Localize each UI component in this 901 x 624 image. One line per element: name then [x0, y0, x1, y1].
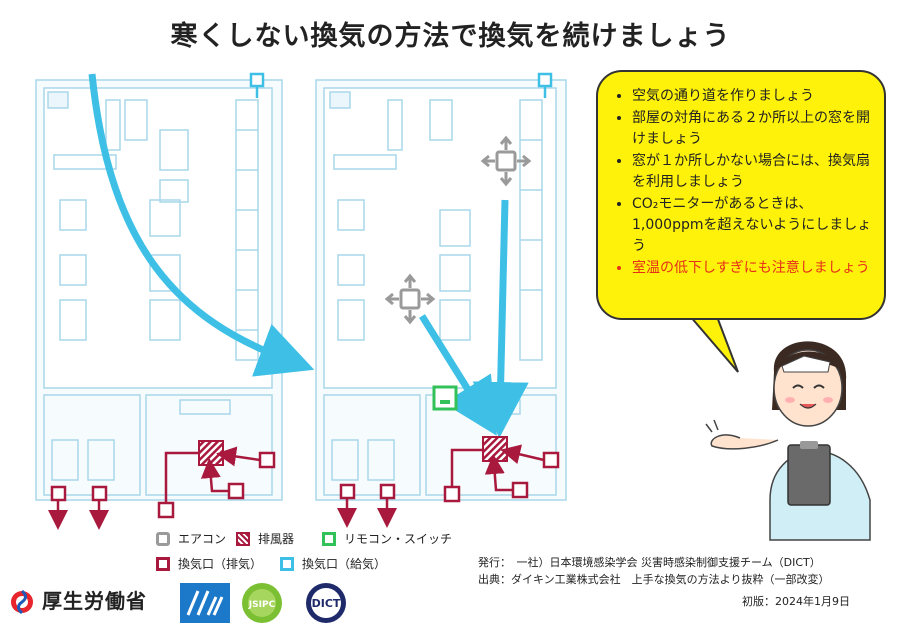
legend-vent-supply: 換気口（給気）: [280, 555, 386, 572]
aircon-unit: [480, 135, 532, 187]
exhaust-vent-icon: [156, 556, 170, 571]
tips-bubble: 空気の通り道を作りましょう 部屋の対角にある２か所以上の窓を開けましょう 窓が１…: [596, 70, 886, 320]
legend-label: 換気口（排気）: [178, 557, 263, 571]
dict-logo-text: DICT: [312, 597, 341, 610]
legend-aircon: エアコン: [156, 530, 226, 547]
legend-label: リモコン・スイッチ: [344, 532, 453, 546]
supply-vent-icon: [280, 556, 294, 571]
nurse-illustration-icon: [705, 341, 871, 541]
exhaust-fan-icon: [236, 531, 250, 546]
aircon-unit: [384, 273, 436, 325]
right-floor-plan: [315, 79, 567, 501]
jsipc-logo-text: JSIPC: [248, 600, 276, 610]
dict-logo-icon: [306, 583, 346, 623]
tip-item: 窓が１か所しかない場合には、換気扇を利用しましょう: [632, 151, 872, 193]
credit-source: 出典：ダイキン工業株式会社 上手な換気の方法より抜粋（一部改変）: [478, 573, 830, 586]
page-title: 寒くしない換気の方法で換気を続けましょう: [170, 21, 731, 52]
mhlw-logo-icon: [11, 589, 33, 615]
remote-switch: [432, 385, 458, 411]
tip-item: 空気の通り道を作りましょう: [632, 86, 872, 107]
legend-exhaust-fan: 排風器: [236, 530, 294, 547]
tip-item: 部屋の対角にある２か所以上の窓を開けましょう: [632, 108, 872, 150]
legend-vent-exhaust: 換気口（排気）: [156, 555, 262, 572]
legend-remote-switch: リモコン・スイッチ: [322, 530, 452, 547]
mhlw-brand: 厚生労働省: [8, 585, 147, 614]
tip-warning: 室温の低下しすぎにも注意しましょう: [632, 258, 872, 279]
tip-item: CO₂モニターがあるときは、1,000ppmを超えないようにしましょう: [632, 194, 872, 257]
remote-switch-icon: [322, 531, 336, 546]
legend-label: エアコン: [178, 532, 227, 546]
credit-publisher: 発行： 一社）日本環境感染学会 災害時感染制御支援チーム（DICT）: [478, 556, 821, 569]
legend-label: 換気口（給気）: [302, 557, 387, 571]
city-logo-icon: [180, 583, 230, 623]
credit-edition: 初版：2024年1月9日: [742, 595, 850, 608]
left-floor-plan: [35, 79, 283, 501]
ministry-name: 厚生労働省: [42, 589, 147, 613]
aircon-icon: [156, 531, 170, 546]
airflow-curve-arrow: [88, 73, 315, 377]
legend-label: 排風器: [258, 532, 295, 546]
jsipc-logo-icon: [242, 583, 282, 623]
